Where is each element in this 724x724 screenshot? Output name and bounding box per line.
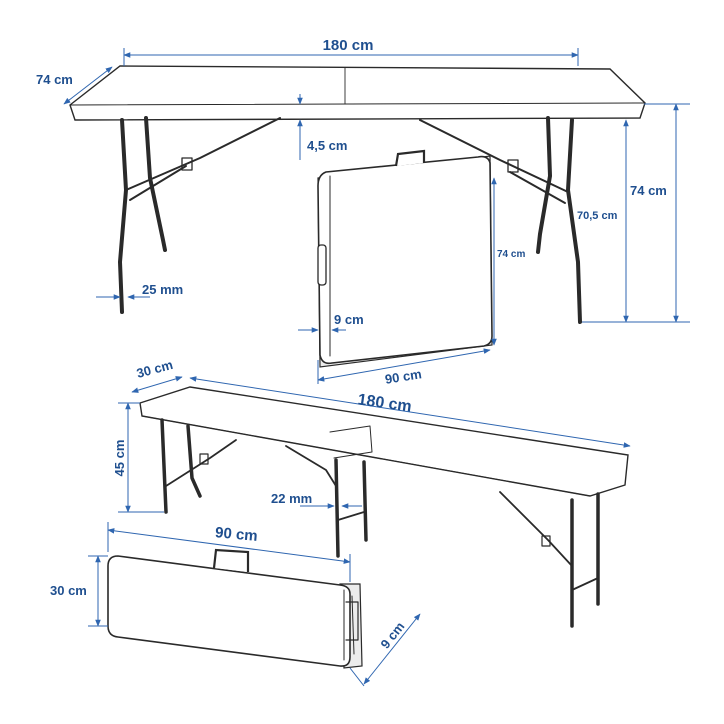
folded-bench-height-label: 30 cm [50,583,87,598]
folded-table-height-label: 74 cm [497,249,525,260]
table-depth-label: 74 cm [36,72,73,87]
folded-bench-thickness-ext [349,667,365,687]
bench-folded-dimension-lines [88,522,421,687]
folded-table-width-line [317,348,491,382]
bench-right-crossbar [571,577,599,591]
bench-left-leg-2 [186,424,202,498]
table-height-label: 74 cm [630,183,667,198]
table-folded-latch [317,244,327,286]
bench-depth-line [131,376,183,393]
bench-mid-leg-1 [334,458,340,558]
table-inner-height-label: 70,5 cm [577,210,618,222]
table-folded-illustration [317,149,493,368]
bench-left-leg-1 [160,418,168,514]
bench-right-brace [499,491,573,567]
table-left-brace [125,117,281,191]
table-depth-line [63,66,113,105]
table-length-label: 180 cm [323,37,374,54]
folded-table-thickness-label: 9 cm [334,312,364,327]
table-left-brace-2 [129,165,187,201]
table-folded-dimension-lines [298,177,497,384]
bench-depth-label: 30 cm [135,357,175,381]
bench-folded-face [107,555,351,667]
table-right-brace [419,119,569,193]
folded-bench-width-label: 90 cm [214,524,258,545]
tabletop [69,65,646,121]
bench-folded-edge-lines [343,589,355,661]
table-right-front-leg [566,118,582,324]
bench-height-label: 45 cm [112,440,127,477]
bench-right-hinge [541,535,551,547]
bench-mid-crossbar [337,511,365,521]
table-leg-diameter-label: 25 mm [142,282,183,297]
table-dimension-lines [63,48,690,323]
table-left-front-leg [118,118,128,314]
folded-bench-width-line [107,528,351,564]
bench-folded-illustration [107,548,363,669]
bench-length-label: 180 cm [357,391,413,415]
bench-mid-brace [285,445,337,487]
table-right-rear-leg [536,116,552,254]
bench-length-line [189,376,631,448]
table-right-brace-2 [509,171,566,204]
bench-left-brace [165,439,237,487]
bench-mid-leg-2 [362,460,368,542]
table-left-hinge [181,157,193,171]
bench-left-hinge [199,453,209,465]
bench-leg-diameter-label: 22 mm [271,491,312,506]
table-right-hinge [507,159,519,173]
table-folded-handle [394,149,426,167]
table-folded-face [317,155,493,365]
folded-table-width-label: 90 cm [384,366,423,387]
table-top-thickness-label: 4,5 cm [307,138,347,153]
table-left-rear-leg [144,116,167,252]
bench-dimension-lines [118,376,631,513]
folded-bench-thickness-line [363,613,421,685]
table-illustration [69,65,646,324]
tabletop-edge [69,102,646,106]
bench-folded-leg-pack [345,601,359,641]
